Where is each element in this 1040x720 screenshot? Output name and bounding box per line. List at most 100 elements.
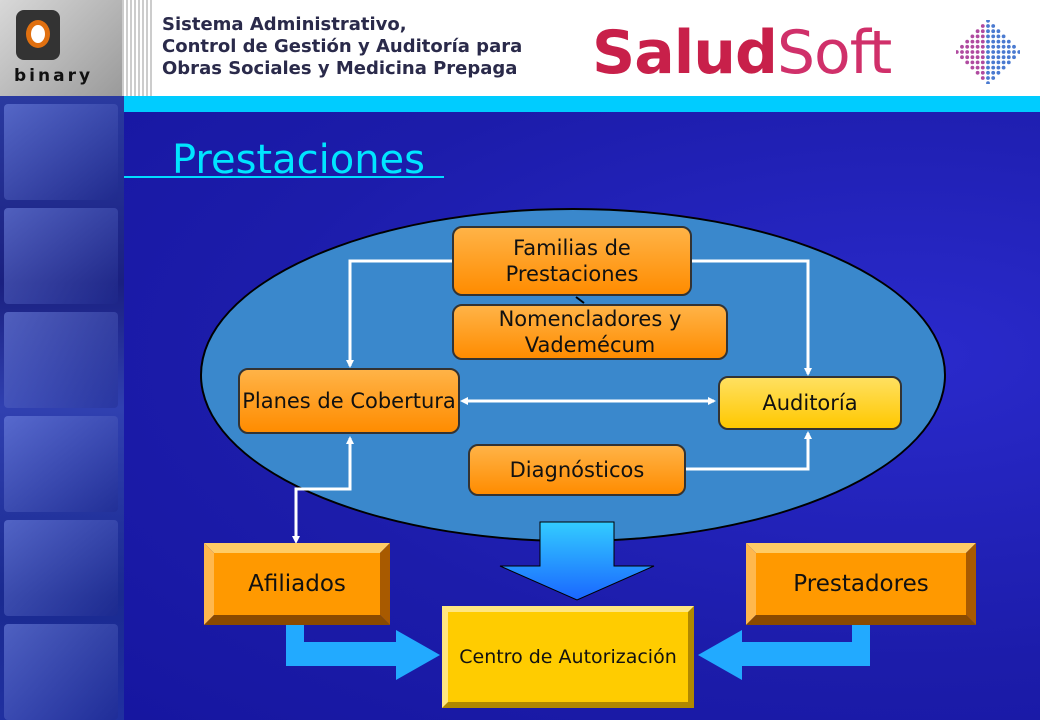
- diamond-dot: [996, 50, 1001, 54]
- diamond-dot: [986, 39, 990, 44]
- diamond-dot: [996, 39, 1001, 44]
- title-underline: [124, 176, 444, 178]
- diamond-dot: [986, 34, 990, 39]
- node-centro-autorizacion: Centro de Autorización: [442, 606, 694, 708]
- diamond-dot: [956, 50, 959, 54]
- diamond-dot: [965, 50, 970, 54]
- diamond-dot: [975, 70, 980, 75]
- diamond-dot: [1012, 44, 1016, 49]
- diamond-dot: [986, 70, 990, 75]
- diamond-dot: [991, 76, 996, 80]
- diamond-dot: [980, 44, 985, 49]
- diamond-dot: [970, 55, 975, 60]
- diamond-dot: [1012, 50, 1016, 54]
- diamond-dot: [986, 29, 990, 34]
- diamond-dot: [986, 76, 990, 80]
- brand-part-2: Soft: [776, 18, 892, 88]
- diamond-dot: [986, 20, 990, 23]
- header-pattern: [122, 0, 152, 96]
- diamond-dot: [1001, 39, 1006, 44]
- afiliados-label: Afiliados: [248, 571, 346, 597]
- diamond-dot: [1001, 65, 1006, 70]
- photo-tile: [4, 416, 118, 512]
- diamond-dot: [970, 34, 975, 39]
- diamond-dot: [980, 55, 985, 60]
- diamond-dot: [996, 70, 1001, 75]
- diamond-dot: [980, 24, 985, 28]
- diamond-dot: [991, 29, 996, 34]
- node-auditoria: Auditoría: [718, 376, 902, 430]
- node-diagnosticos: Diagnósticos: [468, 444, 686, 496]
- diamond-dot: [980, 34, 985, 39]
- diamond-dot: [996, 60, 1001, 65]
- node-prestadores: Prestadores: [746, 543, 976, 625]
- diamond-dots-icon: [956, 20, 1020, 84]
- diamond-dot: [1001, 60, 1006, 65]
- diamond-dot: [975, 44, 980, 49]
- diamond-dot: [975, 65, 980, 70]
- photo-tile: [4, 520, 118, 616]
- diamond-dot: [970, 39, 975, 44]
- diamond-dot: [986, 50, 990, 54]
- node-planes: Planes de Cobertura: [238, 368, 460, 434]
- diamond-dot: [1001, 50, 1006, 54]
- diamond-dot: [1017, 50, 1020, 54]
- prestadores-label: Prestadores: [793, 571, 929, 597]
- photo-strip: [0, 96, 124, 720]
- diamond-dot: [980, 29, 985, 34]
- diamond-dot: [960, 50, 964, 54]
- diamond-dot: [980, 60, 985, 65]
- diamond-dot: [996, 44, 1001, 49]
- logo-ring-icon: [26, 20, 50, 48]
- node-afiliados: Afiliados: [204, 543, 390, 625]
- header-line-3: Obras Sociales y Medicina Prepaga: [162, 58, 518, 79]
- diamond-dot: [986, 44, 990, 49]
- header-description: Sistema Administrativo, Control de Gesti…: [162, 14, 522, 80]
- diamond-dot: [991, 24, 996, 28]
- diamond-dot: [986, 24, 990, 28]
- diamond-dot: [980, 70, 985, 75]
- photo-tile: [4, 312, 118, 408]
- diamond-dot: [1012, 55, 1016, 60]
- diamond-dot: [986, 81, 990, 84]
- diamond-dot: [980, 65, 985, 70]
- diamond-dot: [965, 60, 970, 65]
- diamond-dot: [970, 65, 975, 70]
- diamond-dot: [965, 39, 970, 44]
- diamond-dot: [980, 39, 985, 44]
- diamond-dot: [970, 44, 975, 49]
- afiliados-bevel: [204, 543, 390, 625]
- diamond-dot: [1001, 44, 1006, 49]
- diamond-dot: [1006, 60, 1011, 65]
- diamond-dot: [991, 60, 996, 65]
- centro-label: Centro de Autorización: [459, 646, 677, 668]
- header-line-2: Control de Gestión y Auditoría para: [162, 36, 523, 57]
- diamond-dot: [975, 39, 980, 44]
- diamond-dot: [975, 55, 980, 60]
- logo-text: binary: [14, 66, 94, 86]
- header-line-1: Sistema Administrativo,: [162, 14, 407, 35]
- header-banner: binary Sistema Administrativo, Control d…: [0, 0, 1040, 96]
- diamond-dot: [986, 55, 990, 60]
- diamond-dot: [991, 55, 996, 60]
- diamond-dot: [980, 76, 985, 80]
- diamond-dot: [960, 44, 964, 49]
- diamond-dot: [980, 50, 985, 54]
- diamond-dot: [1006, 44, 1011, 49]
- diamond-dot: [975, 29, 980, 34]
- diamond-dot: [986, 65, 990, 70]
- page-title: Prestaciones: [172, 137, 426, 183]
- brand-part-1: Salud: [592, 18, 778, 88]
- diamond-dot: [991, 50, 996, 54]
- diamond-dot: [970, 50, 975, 54]
- diamond-dot: [975, 50, 980, 54]
- diamond-dot: [991, 34, 996, 39]
- binary-logo: binary: [0, 0, 122, 96]
- diamond-dot: [996, 34, 1001, 39]
- diamond-dot: [996, 55, 1001, 60]
- diamond-dot: [960, 55, 964, 60]
- diamond-dot: [1001, 55, 1006, 60]
- photo-tile: [4, 624, 118, 720]
- diamond-dot: [991, 65, 996, 70]
- saludsoft-logo: SaludSoft: [592, 18, 892, 88]
